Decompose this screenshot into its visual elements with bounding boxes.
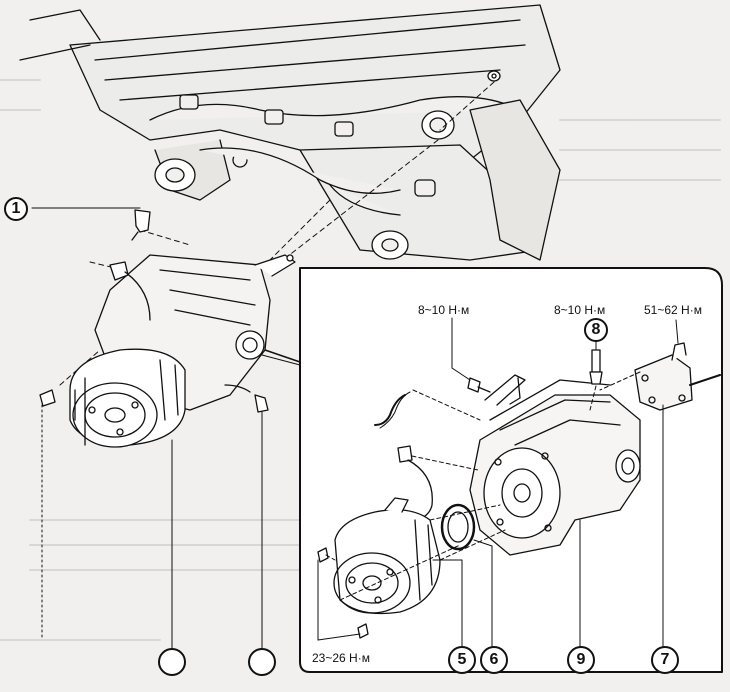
callout-blank-a — [158, 648, 186, 676]
callout-8: 8 — [584, 318, 608, 342]
callout-9-number: 9 — [576, 651, 586, 668]
callout-blank-b — [248, 648, 276, 676]
callout-5: 5 — [448, 646, 476, 674]
torque-label-mount: 51~62 Н·м — [644, 303, 702, 317]
leader-lines-left — [41, 354, 301, 649]
inset-guide-lines — [325, 371, 641, 601]
callout-6: 6 — [480, 646, 508, 674]
inset-parts — [317, 342, 721, 639]
callout-7-number: 7 — [660, 651, 670, 668]
torque-label-bolt-left: 8~10 Н·м — [418, 303, 470, 317]
callout-9: 9 — [567, 646, 595, 674]
inset-leader-lines — [317, 317, 679, 647]
torque-label-bolt-right: 8~10 Н·м — [554, 303, 606, 317]
callout-5-number: 5 — [457, 651, 467, 668]
bolt-item-1 — [31, 207, 151, 241]
washer-top — [487, 70, 501, 82]
callout-7: 7 — [651, 646, 679, 674]
rear-subframe — [19, 4, 561, 261]
callout-1-number: 1 — [11, 200, 21, 217]
callout-8-number: 8 — [591, 321, 601, 338]
background-page-texture — [0, 29, 721, 641]
torque-label-motor: 23~26 Н·м — [312, 651, 370, 665]
callout-1: 1 — [4, 197, 28, 221]
transfer-case-assembly-left — [39, 254, 296, 448]
callout-6-number: 6 — [489, 651, 499, 668]
